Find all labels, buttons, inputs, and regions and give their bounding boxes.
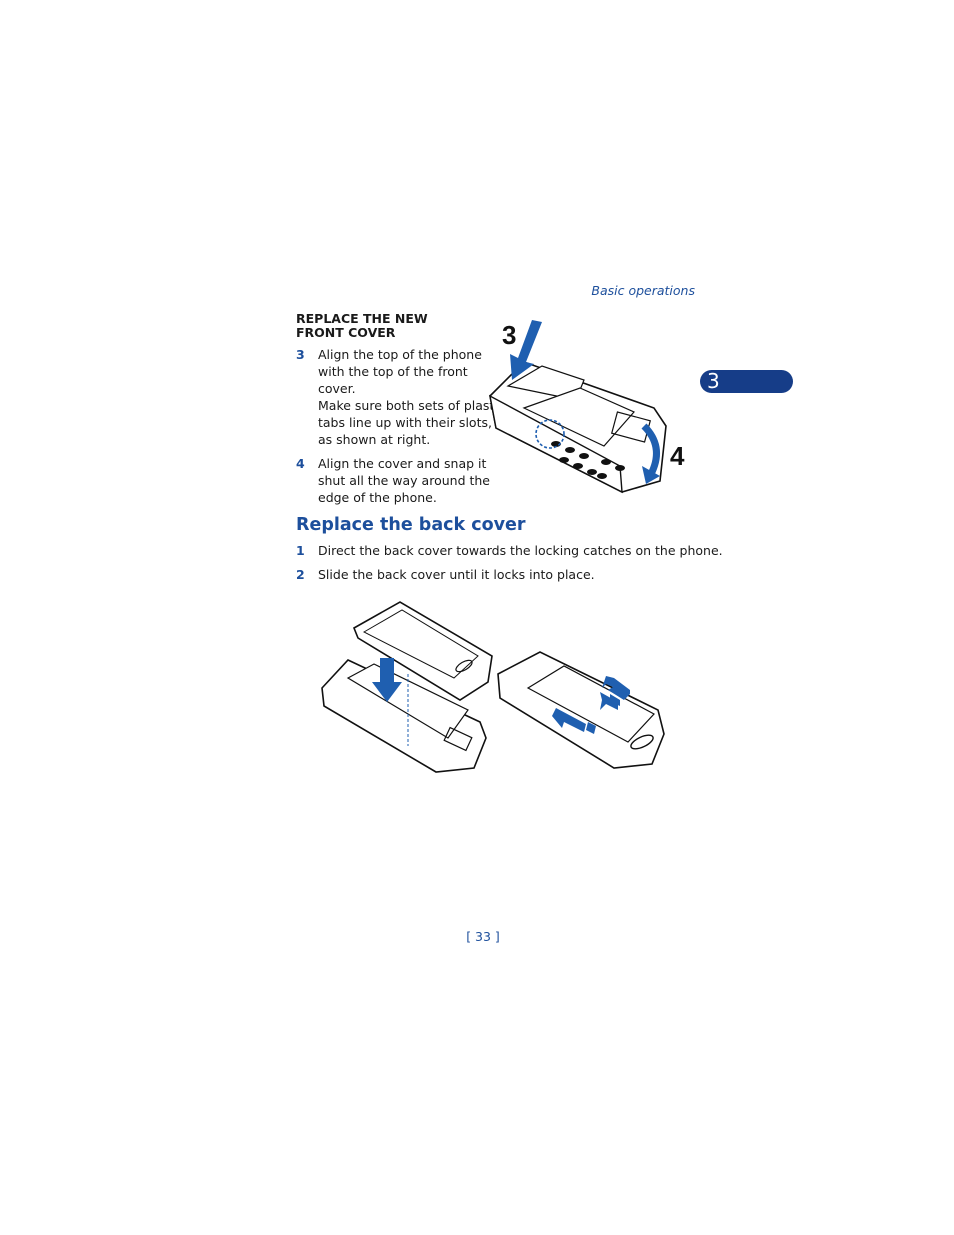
page-number: [ 33 ] <box>466 929 500 944</box>
chapter-tab: 3 <box>700 370 793 393</box>
step-line: as shown at right. <box>318 432 431 447</box>
back-cover-title: Replace the back cover <box>296 515 526 535</box>
step-line: Make sure both sets of plastic <box>318 398 505 413</box>
step-number: 1 <box>296 543 305 558</box>
step-number: 3 <box>296 347 305 362</box>
step-number: 4 <box>296 456 305 471</box>
step-line: cover. <box>318 381 356 396</box>
front-cover-illustration: 3 4 <box>489 320 685 494</box>
step-line: shut all the way around the <box>318 473 490 488</box>
chapter-number: 3 <box>707 369 720 393</box>
step-line: with the top of the front <box>318 364 468 379</box>
step-line: Align the top of the phone <box>318 347 482 362</box>
step-line: Align the cover and snap it <box>318 456 487 471</box>
figure-step-4-label: 4 <box>670 441 685 471</box>
step-text: Slide the back cover until it locks into… <box>318 567 595 582</box>
step-line: tabs line up with their slots, <box>318 415 492 430</box>
step-text: Direct the back cover towards the lockin… <box>318 543 723 558</box>
running-header: Basic operations <box>591 283 695 298</box>
step-number: 2 <box>296 567 305 582</box>
step-line: edge of the phone. <box>318 490 437 505</box>
figure-step-3-label: 3 <box>502 320 516 350</box>
back-cover-illustration <box>321 601 665 773</box>
front-cover-subheading: REPLACE THE NEW FRONT COVER <box>296 311 428 340</box>
